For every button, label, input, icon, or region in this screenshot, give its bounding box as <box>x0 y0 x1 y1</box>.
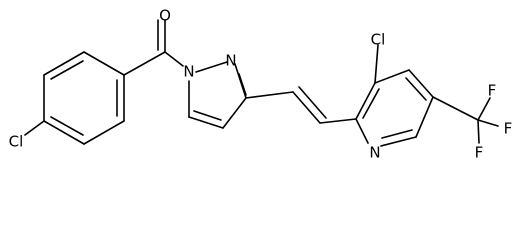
atom-chlorine-left: Cl <box>9 133 24 151</box>
atom-nitrogen-n1: N <box>183 63 194 81</box>
structure-drawing: O Cl N N Cl N F F F <box>9 7 513 162</box>
bond-double-inner <box>362 88 380 119</box>
atom-oxygen: O <box>159 7 171 25</box>
bond-double-inner <box>405 77 427 101</box>
bond-n2-c3-double <box>238 73 247 96</box>
bond-c-f-right <box>477 119 499 127</box>
atom-nitrogen-n2: N <box>225 52 236 70</box>
pyridine-ring <box>355 69 434 147</box>
atom-fluorine-top: F <box>488 82 497 100</box>
bond-c-f-top <box>477 97 491 121</box>
bond <box>374 69 410 84</box>
atom-fluorine-bottom: F <box>475 144 484 162</box>
bond-vinyl-1 <box>245 91 294 99</box>
molecule-canvas: O Cl N N Cl N F F F <box>9 7 513 162</box>
bond-n1-n2 <box>195 61 228 73</box>
bond <box>355 118 369 144</box>
bond-double-inner <box>50 60 84 80</box>
bond <box>83 120 125 145</box>
atom-nitrogen-pyridine: N <box>369 144 380 162</box>
bond-c4-c5 <box>188 116 224 129</box>
bond <box>43 120 85 145</box>
bond <box>43 51 85 76</box>
bond-c4-c5-double <box>193 110 222 121</box>
bond-vinyl-3 <box>319 118 357 124</box>
bond <box>355 82 376 120</box>
bond-aryl-carbonyl <box>123 51 166 76</box>
bond <box>408 69 434 98</box>
bond-vinyl-2-double <box>298 86 327 119</box>
bond-c-cl-pyridine <box>374 44 379 84</box>
bond-c3-c4 <box>222 97 247 129</box>
bond-double-inner <box>50 116 84 136</box>
pyrazole-ring <box>188 61 247 129</box>
bond-c-cl <box>24 120 45 136</box>
bond-double-inner <box>381 129 413 139</box>
bond-c-f-bottom <box>477 119 480 144</box>
atom-chlorine-pyridine: Cl <box>371 31 386 49</box>
atom-fluorine-right: F <box>504 120 513 138</box>
bond <box>380 136 417 147</box>
bond <box>83 51 125 76</box>
bond-carbonyl-n1 <box>164 51 184 67</box>
bond <box>415 96 434 138</box>
bond-c-cf3 <box>432 96 479 121</box>
chlorophenyl-ring <box>43 51 125 145</box>
bond-vinyl-2 <box>292 91 321 124</box>
